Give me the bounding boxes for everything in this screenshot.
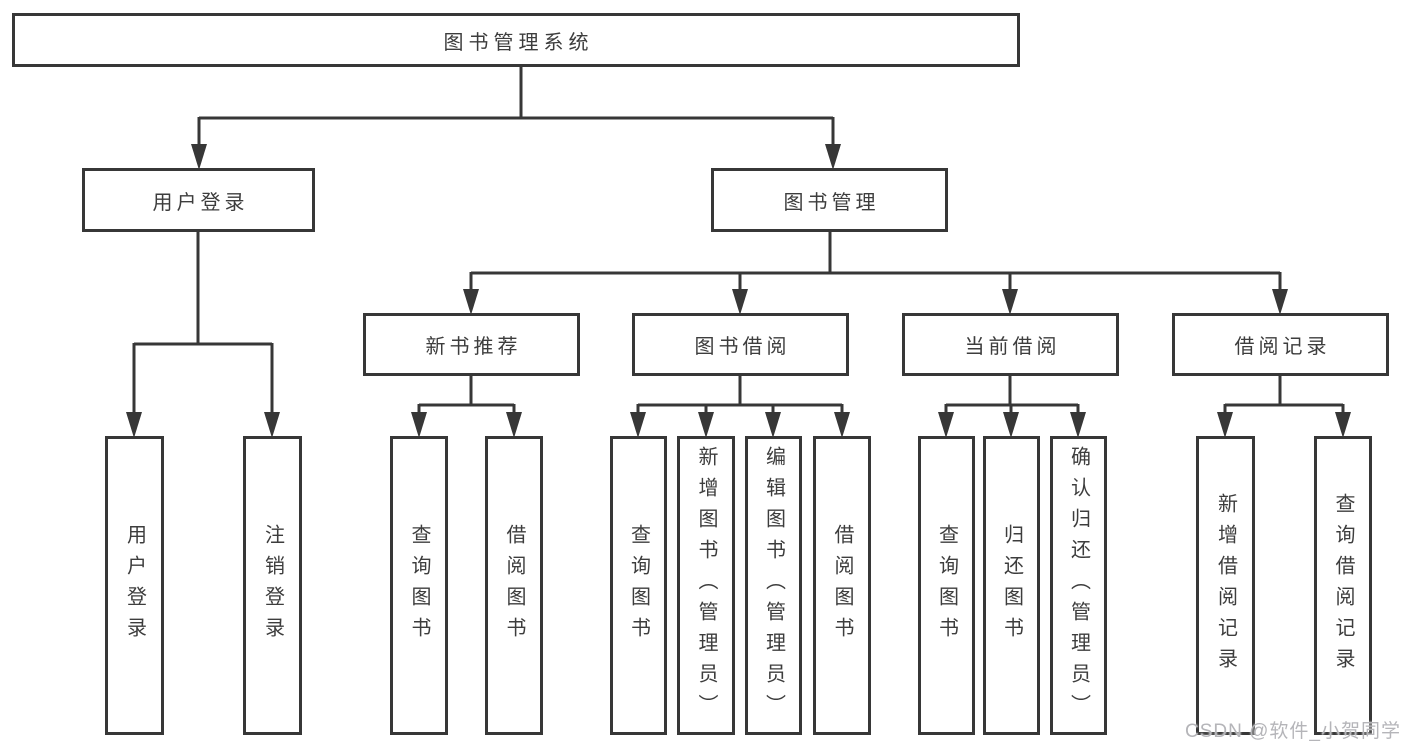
- connector-login-to-leaves: [126, 232, 280, 438]
- leaf-query-books-borrowing: 查询图书: [610, 436, 667, 735]
- node-label: 用户登录: [152, 191, 249, 214]
- node-library-system: 图书管理系统: [12, 13, 1020, 67]
- node-current-borrowing: 当前借阅: [902, 313, 1119, 376]
- node-label: 借阅图书: [503, 523, 525, 648]
- leaf-confirm-return-admin: 确认归还（管理员）: [1050, 436, 1107, 735]
- node-label: 新书推荐: [425, 336, 522, 358]
- node-label: 图书管理系统: [443, 31, 594, 54]
- node-book-borrowing: 图书借阅: [632, 313, 849, 376]
- leaf-query-borrow-record: 查询借阅记录: [1314, 436, 1372, 735]
- node-label: 注销登录: [261, 523, 284, 648]
- node-book-management: 图书管理: [711, 168, 948, 232]
- leaf-return-books: 归还图书: [983, 436, 1040, 735]
- connector-newrec-to-leaves: [411, 376, 522, 438]
- leaf-user-login: 用户登录: [105, 436, 164, 735]
- leaf-logout: 注销登录: [243, 436, 302, 735]
- node-label: 图书管理: [783, 191, 880, 214]
- node-label: 查询图书: [627, 523, 650, 648]
- leaf-query-books-recommend: 查询图书: [390, 436, 448, 735]
- csdn-watermark: CSDN @软件_小贺同学: [1185, 721, 1401, 742]
- connector-mgmt-to-level3: [463, 232, 1288, 315]
- node-label: 借阅记录: [1234, 336, 1331, 358]
- leaf-borrow-books-recommend: 借阅图书: [485, 436, 543, 735]
- node-new-book-recommend: 新书推荐: [363, 313, 580, 376]
- node-borrow-records: 借阅记录: [1172, 313, 1389, 376]
- node-label: 当前借阅: [964, 336, 1061, 358]
- leaf-query-books-current: 查询图书: [918, 436, 975, 735]
- leaf-add-books-admin: 新增图书（管理员）: [677, 436, 735, 735]
- node-label: 新增图书（管理员）: [695, 446, 717, 725]
- connector-records-to-leaves: [1217, 376, 1351, 438]
- connector-borrow-to-leaves: [630, 376, 850, 438]
- node-label: 新增借阅记录: [1214, 492, 1237, 679]
- node-label: 借阅图书: [831, 523, 853, 648]
- node-label: 确认归还（管理员）: [1067, 446, 1090, 725]
- node-label: 归还图书: [1000, 523, 1023, 648]
- node-label: 查询图书: [935, 523, 958, 648]
- connector-current-to-leaves: [938, 376, 1086, 438]
- node-label: 查询图书: [408, 523, 430, 648]
- node-label: 编辑图书（管理员）: [762, 446, 785, 725]
- leaf-borrow-books: 借阅图书: [813, 436, 871, 735]
- node-label: 图书借阅: [694, 336, 791, 358]
- connector-root-to-level2: [191, 67, 841, 170]
- leaf-edit-books-admin: 编辑图书（管理员）: [745, 436, 802, 735]
- node-label: 用户登录: [123, 523, 146, 648]
- node-user-login: 用户登录: [82, 168, 315, 232]
- leaf-add-borrow-record: 新增借阅记录: [1196, 436, 1255, 735]
- node-label: 查询借阅记录: [1332, 492, 1354, 679]
